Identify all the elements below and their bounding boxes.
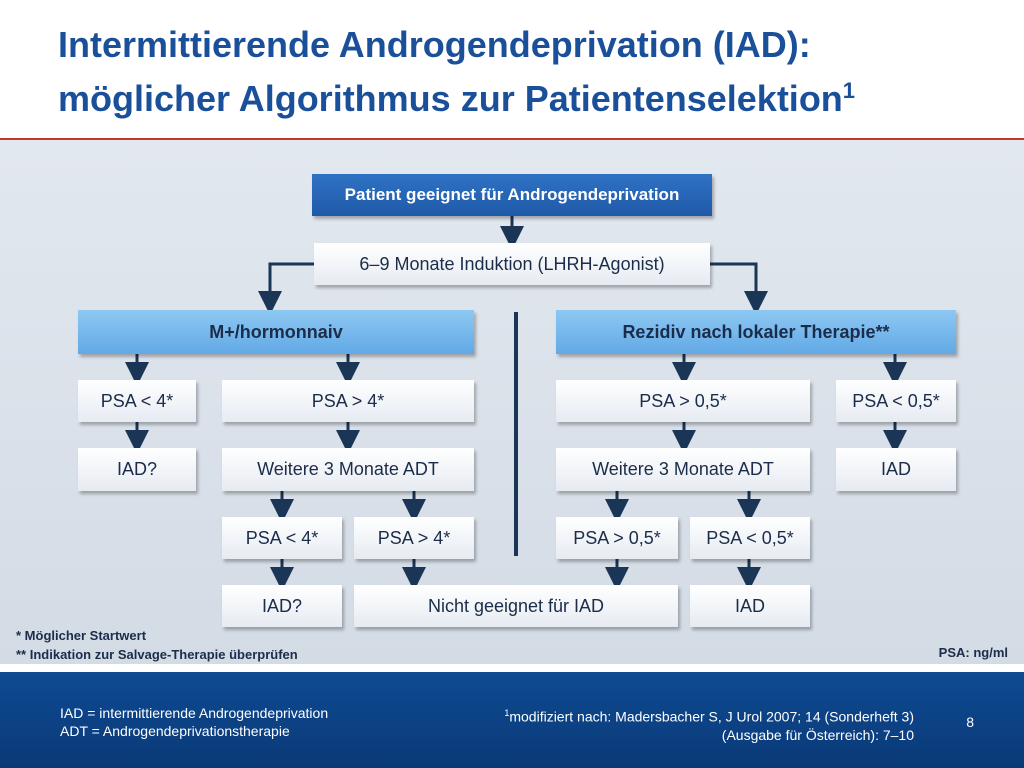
abbreviations: IAD = intermittierende Androgendeprivati… [60, 704, 328, 740]
page-number: 8 [966, 714, 974, 730]
node-patient-suitable: Patient geeignet für Androgendeprivation [312, 174, 712, 216]
node-right-psa2-low: PSA < 0,5* [690, 517, 810, 559]
node-right-psa-low: PSA < 0,5* [836, 380, 956, 422]
node-left-header: M+/hormonnaiv [78, 310, 474, 354]
reference-text-1: modifiziert nach: Madersbacher S, J Urol… [509, 708, 914, 725]
reference-mark: 1 [504, 708, 510, 718]
reference-line-1: 1modifiziert nach: Madersbacher S, J Uro… [504, 704, 914, 726]
unit-note: PSA: ng/ml [938, 645, 1008, 660]
footnote-1: * Möglicher Startwert [16, 628, 147, 643]
title-footnote-mark: 1 [842, 78, 856, 103]
abbr-adt: ADT = Androgendeprivationstherapie [60, 723, 290, 739]
node-not-suitable: Nicht geeignet für IAD [354, 585, 678, 627]
title-rule [0, 138, 1024, 140]
node-left-psa-low: PSA < 4* [78, 380, 196, 422]
title-line-2-text: möglicher Algorithmus zur Patientenselek… [58, 78, 843, 119]
slide-footer: IAD = intermittierende Androgendeprivati… [0, 672, 1024, 768]
node-induction: 6–9 Monate Induktion (LHRH-Agonist) [314, 243, 710, 285]
node-right-header: Rezidiv nach lokaler Therapie** [556, 310, 956, 354]
node-right-psa-high: PSA > 0,5* [556, 380, 810, 422]
footnotes: * Möglicher Startwert ** Indikation zur … [16, 626, 298, 664]
arrow-induction-to-right [710, 262, 768, 315]
node-right-iad-2: IAD [690, 585, 810, 627]
abbr-iad: IAD = intermittierende Androgendeprivati… [60, 705, 329, 721]
node-left-psa-high: PSA > 4* [222, 380, 474, 422]
slide-title: Intermittierende Androgendeprivation (IA… [58, 22, 1008, 122]
node-right-adt: Weitere 3 Monate ADT [556, 448, 810, 491]
node-left-psa2-high: PSA > 4* [354, 517, 474, 559]
branch-separator [514, 312, 518, 556]
footnote-2: ** Indikation zur Salvage-Therapie überp… [16, 647, 298, 662]
node-right-iad: IAD [836, 448, 956, 491]
node-left-psa2-low: PSA < 4* [222, 517, 342, 559]
title-line-2: möglicher Algorithmus zur Patientenselek… [58, 68, 1008, 122]
reference: 1modifiziert nach: Madersbacher S, J Uro… [504, 704, 914, 744]
reference-line-2: (Ausgabe für Österreich): 7–10 [721, 726, 914, 743]
node-left-iad-question-2: IAD? [222, 585, 342, 627]
title-line-1: Intermittierende Androgendeprivation (IA… [58, 24, 811, 65]
node-left-adt: Weitere 3 Monate ADT [222, 448, 474, 491]
node-left-iad-question: IAD? [78, 448, 196, 491]
arrow-induction-to-left [258, 262, 314, 315]
node-right-psa2-high: PSA > 0,5* [556, 517, 678, 559]
